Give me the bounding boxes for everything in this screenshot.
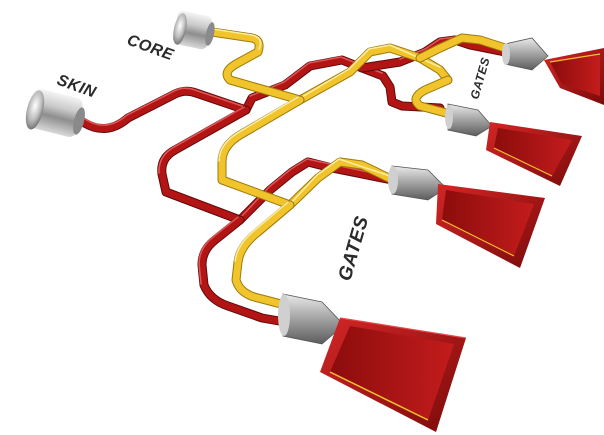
- gate-cavity-1: [544, 48, 604, 105]
- nozzle-icon-1: [502, 38, 548, 70]
- nozzle-icon-3: [388, 166, 446, 200]
- core-label: CORE: [125, 32, 177, 65]
- core-inlet-icon: [171, 10, 217, 51]
- gate-cavity-4: [320, 318, 466, 432]
- gates-label-large: GATES: [335, 214, 374, 284]
- nozzle-icon-2: [445, 104, 492, 136]
- gate-cavity-3: [436, 184, 545, 268]
- gates-label-small: GATES: [467, 56, 492, 101]
- gate-cavity-2: [486, 122, 582, 186]
